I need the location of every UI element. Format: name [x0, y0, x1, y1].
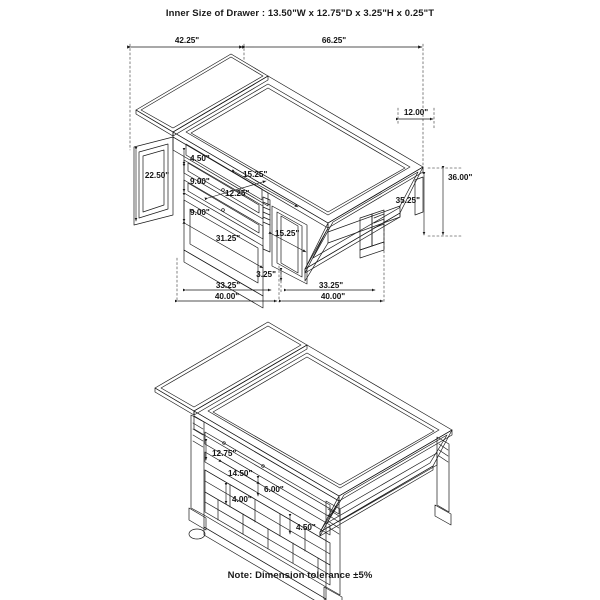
- dim-14-50: [218, 459, 261, 485]
- dim-label-6-00: 6.00": [264, 485, 284, 494]
- dim-label-14-50: 14.50": [228, 469, 252, 478]
- lower-left-drop-leaf: [154, 321, 308, 416]
- dim-label-12-25: 12.25": [225, 189, 249, 198]
- dim-label-15-25-lower: 15.25": [275, 229, 299, 238]
- left-drop-leaf: [135, 53, 269, 137]
- lower-turned-leg-left: [188, 414, 207, 540]
- dim-label-3-25: 3.25": [256, 270, 276, 279]
- dim-label-66-25: 66.25": [322, 36, 346, 45]
- tolerance-note: Note: Dimension tolerance ±5%: [227, 570, 373, 581]
- lower-back-apron: [193, 415, 340, 515]
- dim-label-31-25: 31.25": [216, 234, 240, 243]
- dim-label-12-00: 12.00": [404, 108, 428, 117]
- dim-label-9-00-upper: 9.00": [190, 177, 210, 186]
- dim-label-33-25-right: 33.25": [319, 281, 343, 290]
- counter-top: [172, 75, 424, 229]
- lower-base-rail: [203, 452, 438, 600]
- dim-15-25-lower: [268, 231, 307, 253]
- end-door-panel-left: [133, 136, 174, 226]
- dim-label-36-00: 36.00": [448, 173, 472, 182]
- dim-label-12-75: 12.75": [212, 449, 236, 458]
- dim-label-40-00-right: 40.00": [321, 292, 345, 301]
- dimension-lines: [127, 43, 463, 535]
- upper-isometric-view: [133, 53, 424, 309]
- dim-label-22-50: 22.50": [145, 171, 169, 180]
- page-title: Inner Size of Drawer : 13.50"W x 12.75"D…: [165, 8, 435, 19]
- dim-label-35-25: 35.25": [396, 196, 420, 205]
- dim-label-4-00: 4.00": [232, 495, 252, 504]
- dim-15-25-upper: [231, 169, 299, 208]
- dim-31-25: [182, 221, 264, 269]
- lower-turned-leg-center: [323, 500, 343, 600]
- dim-label-9-00-lower: 9.00": [190, 208, 210, 217]
- dim-label-4-50-top: 4.50": [190, 154, 210, 163]
- dimension-labels: 42.25" 66.25" 12.00" 36.00" 35.25" 22.50…: [145, 36, 473, 532]
- dim-label-40-00-left: 40.00": [215, 292, 239, 301]
- dim-label-33-25-left: 33.25": [216, 281, 240, 290]
- dim-label-4-50-bottom: 4.50": [296, 523, 316, 532]
- dim-label-15-25-upper: 15.25": [243, 170, 267, 179]
- lower-turned-leg-right: [434, 436, 452, 526]
- door-panel-right: [271, 205, 308, 285]
- lower-isometric-view: [154, 321, 453, 600]
- dim-label-42-25: 42.25": [175, 36, 199, 45]
